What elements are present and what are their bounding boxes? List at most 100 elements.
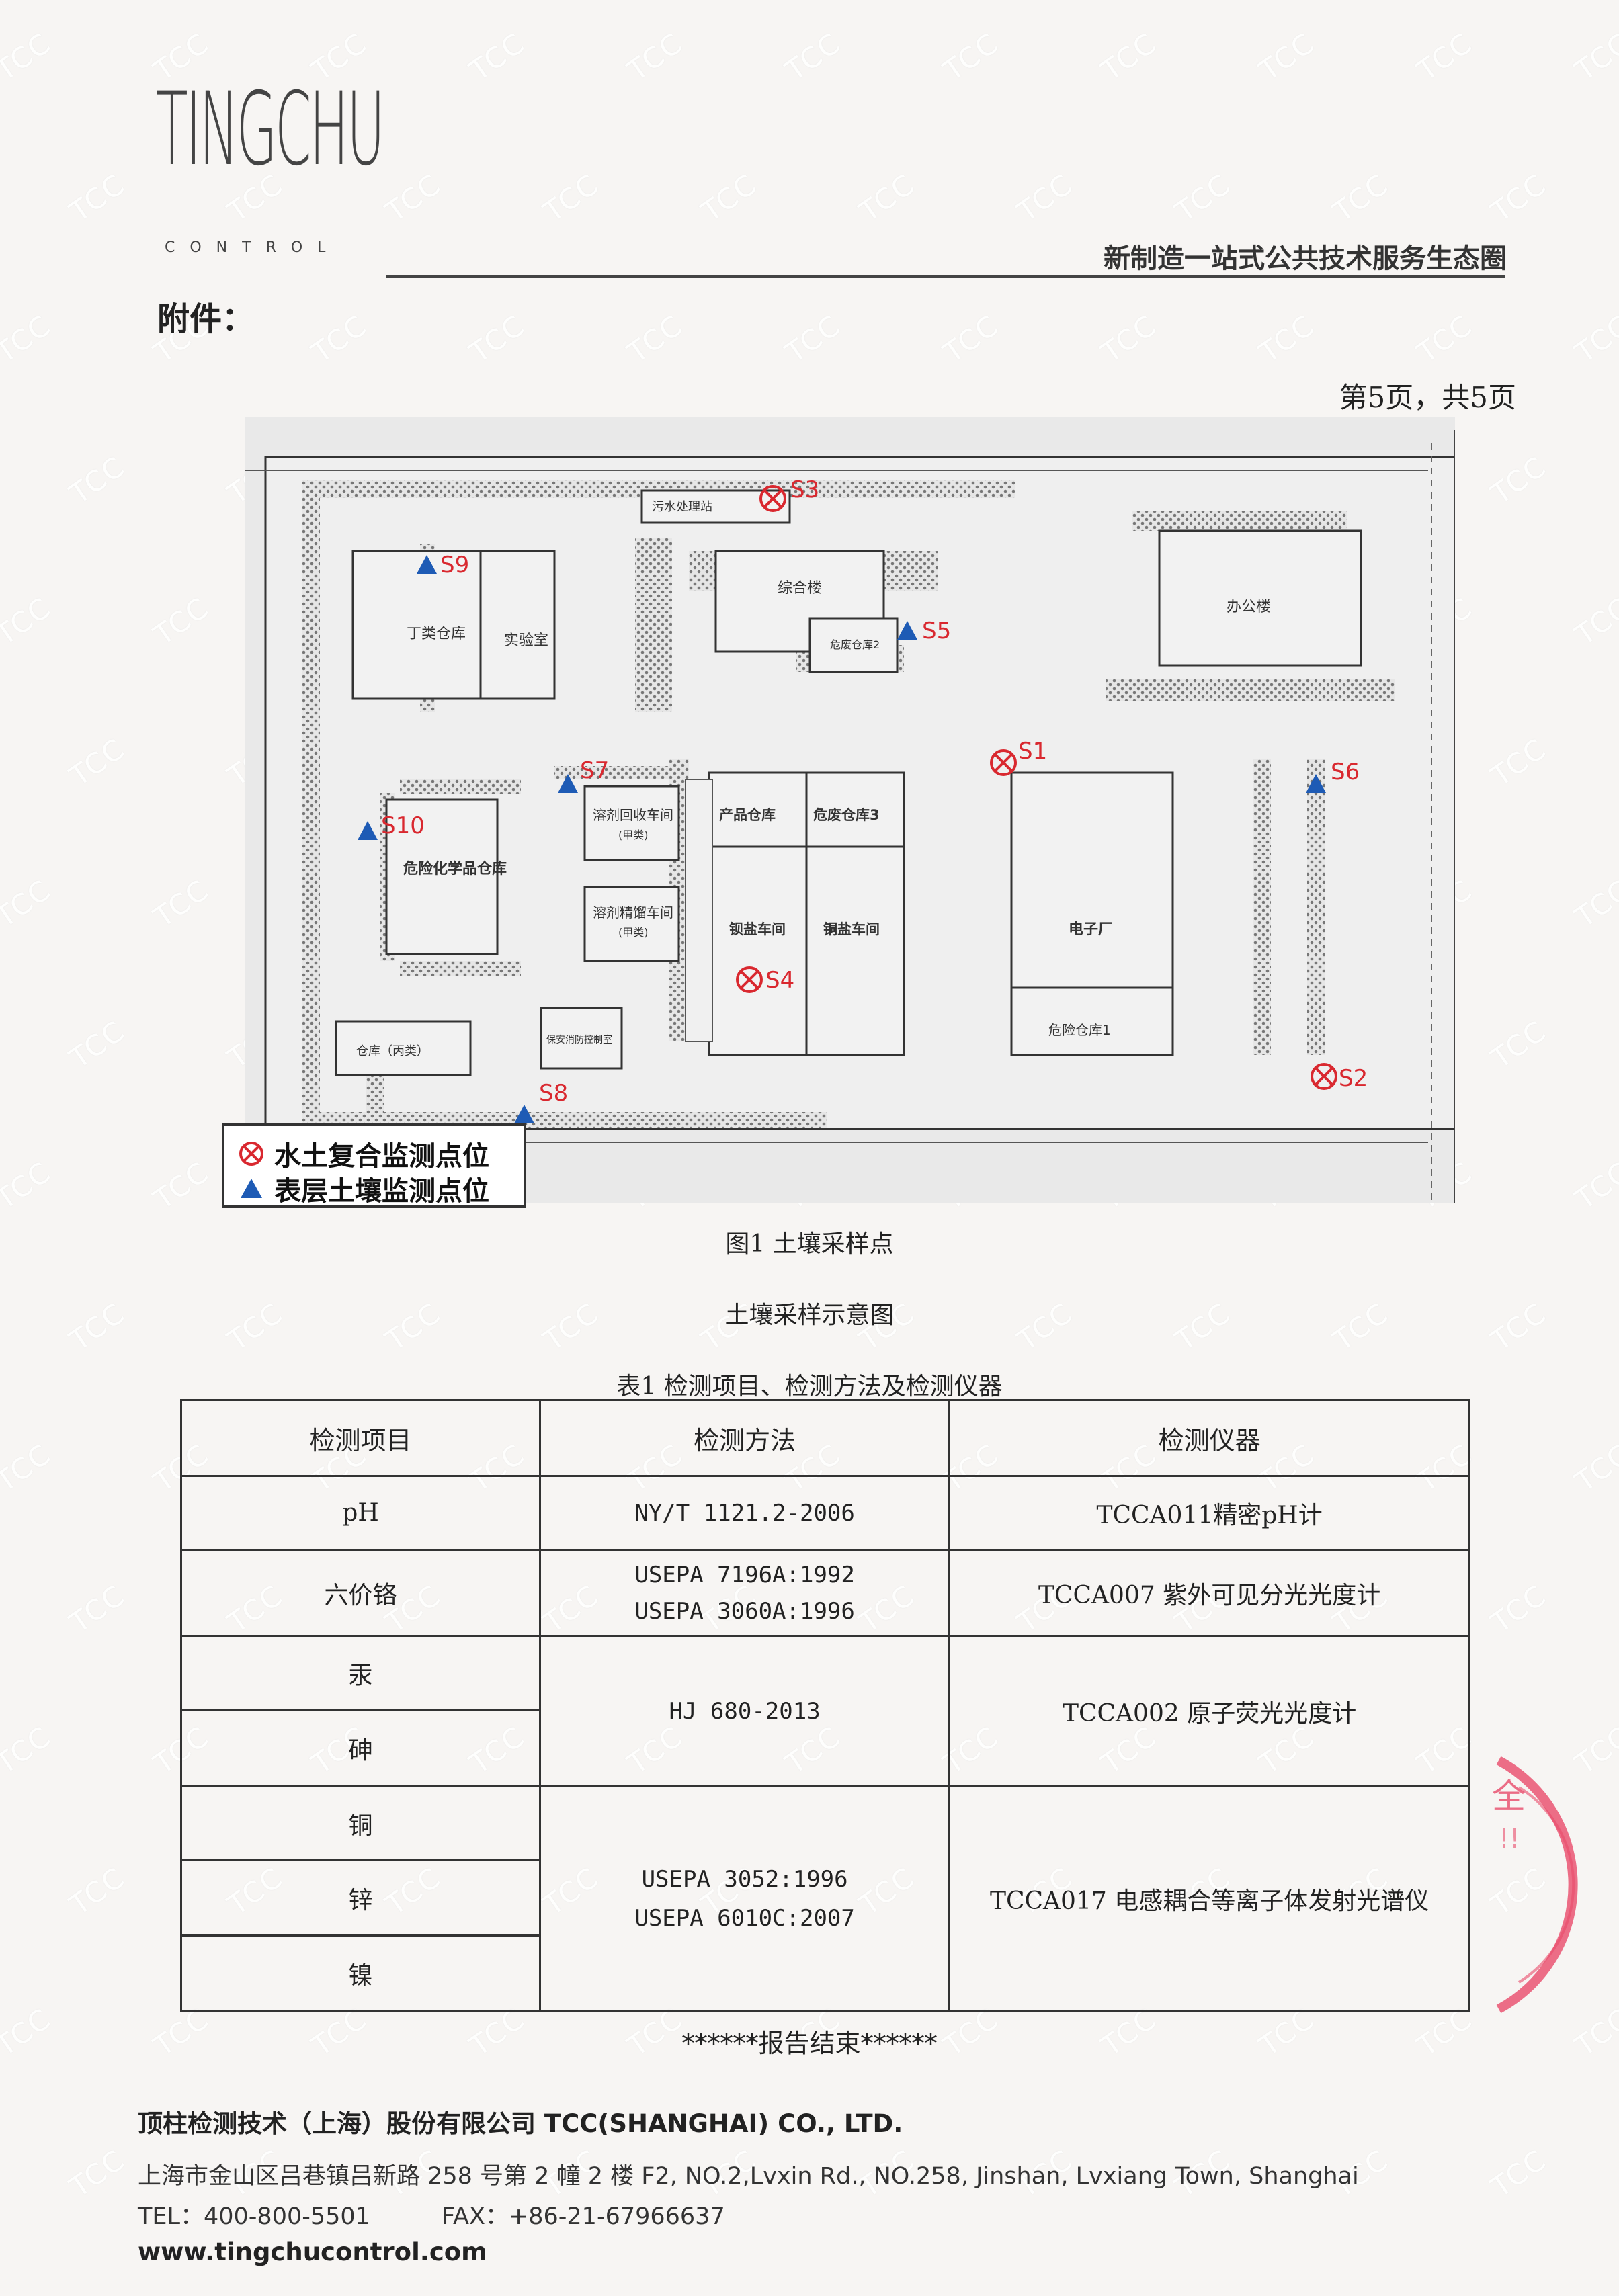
table-row: 锌	[179, 1859, 1470, 1937]
tcc-watermark: TCC	[1411, 308, 1479, 370]
svg-text:综合楼: 综合楼	[778, 580, 822, 597]
tcc-watermark: TCC	[0, 1437, 58, 1498]
svg-text:危废仓库3: 危废仓库3	[813, 807, 880, 823]
method-line: USEPA 3052:1996	[641, 1865, 848, 1893]
tcc-watermark: TCC	[0, 308, 58, 370]
svg-text:危险仓库1: 危险仓库1	[1048, 1022, 1111, 1038]
tcc-watermark: TCC	[1569, 1437, 1619, 1498]
tcc-watermark: TCC	[1569, 308, 1619, 370]
svg-text:S9: S9	[440, 552, 469, 579]
tcc-watermark: TCC	[1485, 450, 1553, 511]
tcc-watermark: TCC	[64, 450, 132, 511]
table-caption: 表1 检测项目、检测方法及检测仪器	[616, 1373, 1003, 1400]
tcc-watermark: TCC	[622, 26, 690, 87]
method-line: USEPA 3060A:1996	[634, 1597, 855, 1625]
footer-company: 顶柱检测技术（上海）股份有限公司 TCC(SHANGHAI) CO., LTD.	[138, 2109, 903, 2138]
map-legend: 水土复合监测点位 表层土壤监测点位	[222, 1123, 526, 1208]
cell-item: 砷	[179, 1709, 542, 1787]
cell-instrument: TCCA017 电感耦合等离子体发射光谱仪	[948, 1785, 1470, 2012]
tcc-watermark: TCC	[1253, 26, 1321, 87]
svg-text:S7: S7	[580, 757, 609, 784]
svg-text:铜盐车间: 铜盐车间	[823, 921, 880, 937]
tcc-watermark: TCC	[306, 308, 374, 370]
tcc-watermark: TCC	[64, 1861, 132, 1922]
tcc-watermark: TCC	[1485, 2143, 1553, 2204]
monitoring-point-s1: S1	[990, 738, 1047, 776]
building-hazwaste-2	[808, 617, 899, 673]
building-office	[1158, 529, 1362, 667]
method-line: USEPA 6010C:2007	[634, 1904, 855, 1932]
cell-method: NY/T 1121.2-2006	[539, 1475, 951, 1551]
page-number: 第5页，共5页	[1339, 381, 1516, 414]
svg-text:电子厂: 电子厂	[1069, 921, 1113, 938]
tcc-watermark: TCC	[1485, 167, 1553, 228]
tcc-watermark: TCC	[0, 1155, 58, 1216]
tcc-watermark: TCC	[1169, 167, 1237, 228]
detection-table: 检测项目 检测方法 检测仪器 pH NY/T 1121.2-2006 TCCA0…	[179, 1399, 1470, 2012]
svg-text:S6: S6	[1331, 759, 1360, 785]
svg-text:!!: !!	[1499, 1824, 1520, 1855]
monitoring-point-s9: S9	[417, 552, 469, 579]
method-line: USEPA 7196A:1992	[634, 1561, 855, 1588]
tingchu-logo-subtitle: CONTROL	[165, 239, 341, 256]
circle-x-icon	[239, 1142, 263, 1166]
table-row: 砷	[179, 1709, 1470, 1787]
tcc-watermark: TCC	[64, 167, 132, 228]
tcc-watermark: TCC	[1569, 873, 1619, 934]
monitoring-point-s7: S7	[558, 757, 609, 793]
cell-item: 镍	[179, 1934, 542, 2012]
monitoring-point-s6: S6	[1306, 759, 1360, 793]
header-rule	[386, 275, 1505, 278]
footer-fax: FAX：+86-21-67966637	[442, 2203, 725, 2230]
tcc-watermark: TCC	[1411, 26, 1479, 87]
tcc-watermark: TCC	[1569, 591, 1619, 652]
figure-subtitle: 土壤采样示意图	[724, 1302, 895, 1329]
footer-address: 上海市金山区吕巷镇吕新路 258 号第 2 幢 2 楼 F2, NO.2,Lvx…	[138, 2163, 1359, 2190]
table-row: 六价铬 USEPA 7196A:1992 USEPA 3060A:1996 TC…	[179, 1549, 1470, 1637]
tcc-watermark: TCC	[622, 308, 690, 370]
cell-item: 铜	[179, 1785, 542, 1861]
figure-caption: 图1 土壤采样点	[725, 1230, 894, 1258]
header-slogan: 新制造一站式公共技术服务生态圈	[1104, 243, 1507, 274]
monitoring-point-s5: S5	[897, 618, 951, 644]
triangle-icon	[241, 1179, 262, 1198]
building-hazchem-warehouse	[385, 798, 499, 955]
svg-text:丁类仓库: 丁类仓库	[407, 626, 466, 642]
tcc-watermark: TCC	[0, 591, 58, 652]
svg-text:仓库（丙类）: 仓库（丙类）	[356, 1044, 429, 1058]
svg-text:S1: S1	[1018, 738, 1047, 765]
table-row: 汞 HJ 680-2013 TCCA002 原子荧光光度计	[179, 1635, 1470, 1787]
tcc-watermark: TCC	[854, 167, 921, 228]
tcc-watermark: TCC	[1485, 1014, 1553, 1075]
cell-instrument: TCCA002 原子荧光光度计	[948, 1635, 1470, 1787]
footer-website[interactable]: www.tingchucontrol.com	[138, 2238, 487, 2266]
svg-text:办公楼: 办公楼	[1227, 599, 1271, 615]
svg-text:S3: S3	[790, 476, 819, 503]
tcc-watermark: TCC	[1569, 26, 1619, 87]
building-solvent-distill	[583, 886, 680, 962]
table-row: pH NY/T 1121.2-2006 TCCA011精密pH计	[179, 1475, 1470, 1551]
tcc-watermark: TCC	[64, 732, 132, 793]
cell-method: USEPA 3052:1996 USEPA 6010C:2007	[539, 1785, 951, 2012]
building-electronics	[1010, 771, 1174, 1056]
monitoring-point-s8: S8	[514, 1080, 568, 1123]
tcc-watermark: TCC	[1485, 1578, 1553, 1640]
seal-stamp: 全 !!	[1492, 1756, 1578, 2014]
tcc-watermark: TCC	[64, 1014, 132, 1075]
cell-method: HJ 680-2013	[539, 1635, 951, 1787]
svg-text:S5: S5	[922, 618, 951, 644]
building-class-d-warehouse	[351, 550, 556, 700]
cell-item: pH	[179, 1475, 542, 1551]
svg-text:溶剂精馏车间: 溶剂精馏车间	[593, 904, 673, 921]
cell-method: USEPA 7196A:1992 USEPA 3060A:1996	[539, 1549, 951, 1637]
tcc-watermark: TCC	[938, 308, 1005, 370]
tingchu-logo: TINGCHU	[156, 71, 385, 188]
tcc-watermark: TCC	[0, 1719, 58, 1781]
col-header-item: 检测项目	[179, 1399, 542, 1477]
tcc-watermark: TCC	[1485, 732, 1553, 793]
tcc-watermark: TCC	[0, 873, 58, 934]
tcc-watermark: TCC	[1569, 1155, 1619, 1216]
svg-text:污水处理站: 污水处理站	[652, 500, 712, 514]
building-solvent-recovery	[583, 785, 680, 861]
report-end-line: ******报告结束******	[681, 2029, 938, 2058]
